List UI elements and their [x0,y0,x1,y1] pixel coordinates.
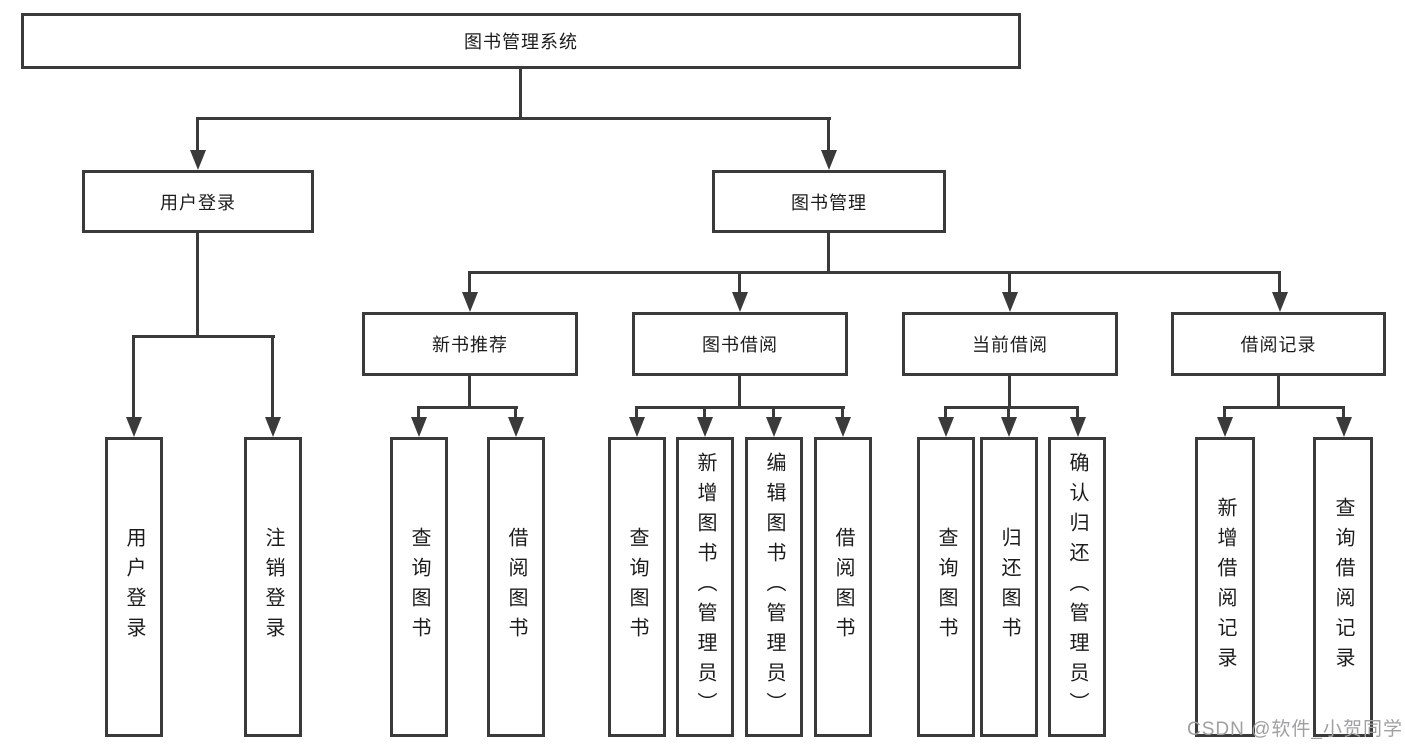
arrow-down [1070,417,1086,437]
connector-line [514,406,517,419]
connector-line [944,406,947,419]
node-leaf-borrow-books: 借阅图书 [814,437,872,737]
node-leaf-logout: 注销登录 [244,437,302,737]
node-label: 图书管理系统 [464,32,578,52]
node-label: 查询图书 [408,527,430,647]
connector-line [1008,376,1011,408]
arrow-down [821,150,837,170]
node-label: 归还图书 [998,527,1020,647]
connector-line [944,406,1079,409]
node-book-borrow: 图书借阅 [632,312,848,376]
node-leaf-return-books: 归还图书 [980,437,1038,737]
node-label: 借阅记录 [1240,335,1317,355]
node-label: 借阅图书 [832,527,854,647]
node-label: 查询图书 [626,527,648,647]
connector-line [738,271,741,294]
arrow-down [697,417,713,437]
node-leaf-user-login: 用户登录 [105,437,163,737]
connector-line [196,117,199,151]
connector-line [635,406,638,419]
node-new-book-recommend: 新书推荐 [362,312,578,376]
node-current-borrow: 当前借阅 [902,312,1118,376]
node-leaf-query-books-current: 查询图书 [917,437,975,737]
connector-line [1008,271,1011,294]
node-label: 图书借阅 [702,335,778,355]
connector-line [772,406,775,419]
node-user-login: 用户登录 [82,170,314,233]
connector-line [1223,406,1226,419]
connector-line [196,117,831,120]
connector-line [132,335,275,338]
connector-line [417,406,420,419]
node-leaf-edit-books-admin: 编辑图书（管理员） [745,437,803,737]
node-label: 图书管理 [791,192,867,213]
connector-line [635,406,845,409]
connector-line [1342,406,1345,419]
arrow-down [411,417,427,437]
connector-line [1277,376,1280,408]
connector-line [738,376,741,408]
connector-line [519,69,522,117]
arrow-down [1001,417,1017,437]
node-leaf-add-borrow-record: 新增借阅记录 [1195,437,1255,737]
arrow-down [766,417,782,437]
node-leaf-confirm-return-admin: 确认归还（管理员） [1048,437,1106,737]
node-label: 新增图书（管理员） [694,452,716,722]
connector-line [417,406,518,409]
connector-line [1007,406,1010,419]
connector-line [827,233,830,274]
arrow-down [1336,417,1352,437]
connector-line [1076,406,1079,419]
arrow-down [126,417,142,437]
arrow-down [732,292,748,312]
arrow-down [835,417,851,437]
node-label: 确认归还（管理员） [1066,452,1088,722]
node-library-management-system: 图书管理系统 [21,13,1021,69]
node-label: 新书推荐 [432,335,508,355]
arrow-down [1272,292,1288,312]
arrow-down [190,150,206,170]
connector-line [271,335,274,419]
node-leaf-add-books-admin: 新增图书（管理员） [676,437,734,737]
node-label: 查询借阅记录 [1332,497,1354,677]
node-leaf-query-books-borrow: 查询图书 [608,437,666,737]
connector-line [1223,406,1345,409]
arrow-down [265,417,281,437]
connector-line [827,117,830,151]
node-leaf-query-borrow-record: 查询借阅记录 [1313,437,1373,737]
arrow-down [629,417,645,437]
node-leaf-borrow-books-recommend: 借阅图书 [487,437,545,737]
arrow-down [938,417,954,437]
connector-line [468,376,471,408]
node-label: 查询图书 [935,527,957,647]
connector-line [841,406,844,419]
connector-line [196,233,199,335]
node-borrow-records: 借阅记录 [1171,312,1386,376]
node-label: 用户登录 [123,527,145,647]
node-label: 当前借阅 [972,335,1048,355]
node-label: 借阅图书 [505,527,527,647]
node-leaf-query-books-recommend: 查询图书 [390,437,448,737]
connector-line [703,406,706,419]
node-book-management: 图书管理 [712,170,946,233]
arrow-down [1217,417,1233,437]
node-label: 用户登录 [160,192,236,213]
node-label: 新增借阅记录 [1214,497,1236,677]
connector-line [468,271,1281,274]
arrow-down [508,417,524,437]
node-label: 编辑图书（管理员） [763,452,785,722]
connector-line [1278,271,1281,294]
arrow-down [462,292,478,312]
node-label: 注销登录 [262,527,284,647]
connector-line [132,335,135,419]
connector-line [468,271,471,294]
arrow-down [1002,292,1018,312]
csdn-watermark: CSDN @软件_小贺同学 [1187,719,1403,740]
